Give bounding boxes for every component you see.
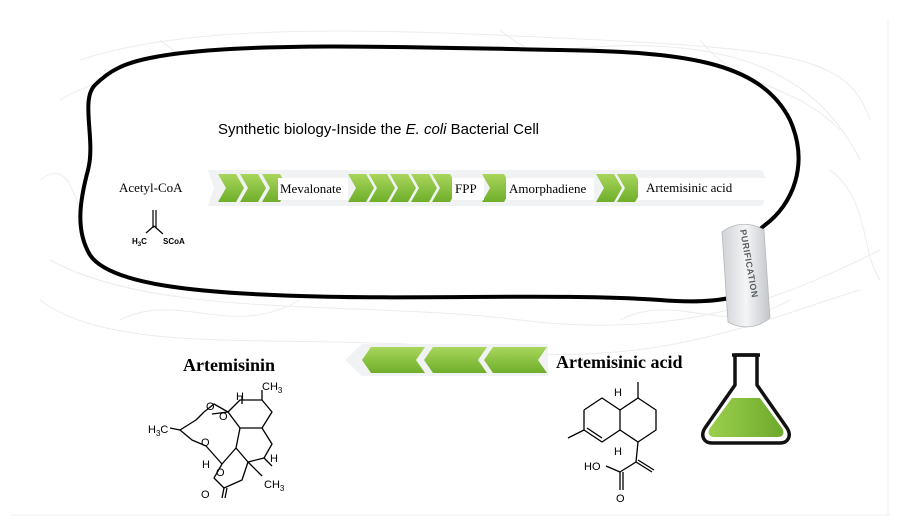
svg-text:CH3: CH3 (264, 479, 285, 493)
artemisinic-h-bottom: H (614, 446, 622, 458)
artemisinic-ho: HO (584, 461, 601, 473)
pathway-step-amorphadiene: Amorphadiene (509, 181, 586, 196)
pathway-step-artemisinic-acid: Artemisinic acid (646, 180, 733, 195)
chevron-group-3-chevron (482, 174, 512, 202)
chevron-group-1-chevron (218, 174, 244, 202)
artemisinin-o1: O (206, 401, 215, 413)
acetyl-coa-structure (145, 210, 164, 235)
artemisinin-h-left: H (202, 459, 210, 471)
product-label: Artemisinin (183, 355, 275, 375)
chevron-group-2-chevron (432, 174, 458, 202)
chevron-group-2-chevron (411, 174, 437, 202)
svg-text:H3C: H3C (148, 424, 168, 438)
artemisinic-h-top: H (614, 387, 622, 399)
chevron-group-2-chevron (390, 174, 416, 202)
pathway-start-label: Acetyl-CoA (119, 180, 183, 195)
chevron-group-4-chevron (596, 174, 622, 202)
chevron-group-1-chevron (240, 174, 266, 202)
svg-text:H3C: H3C (132, 237, 147, 248)
chevron-group-2-chevron (369, 174, 395, 202)
artemisinin-h-right: H (270, 453, 278, 465)
pathway-step-mevalonate: Mevalonate (280, 181, 342, 196)
artemisinic-o: O (616, 493, 625, 505)
artemisinin-o3: O (201, 437, 210, 449)
purification-ribbon: PURIFICATION (721, 223, 771, 328)
artemisinin-o4: O (216, 467, 225, 479)
flask-icon (701, 353, 791, 445)
reverse-chevron (362, 347, 425, 373)
artemisinin-structure (169, 390, 273, 499)
pathway-chevrons (218, 174, 643, 202)
cell-title: Synthetic biology-Inside the E. coli Bac… (218, 121, 539, 138)
chevron-group-4-chevron (617, 174, 643, 202)
artemisinin-o5: O (201, 489, 210, 501)
reverse-chevron (424, 347, 487, 373)
artemisinin-h-top: H (236, 391, 244, 403)
chevron-group-2-chevron (348, 174, 374, 202)
reverse-chevron (484, 347, 547, 373)
svg-text:CH3: CH3 (262, 381, 283, 395)
reverse-chevrons (362, 347, 547, 373)
precursor-label: Artemisinic acid (556, 352, 682, 372)
pathway-step-fpp: FPP (455, 181, 477, 196)
scoa-label: SCoA (163, 237, 185, 246)
artemisinic-acid-structure (567, 382, 657, 490)
artemisinin-o2: O (219, 411, 228, 423)
